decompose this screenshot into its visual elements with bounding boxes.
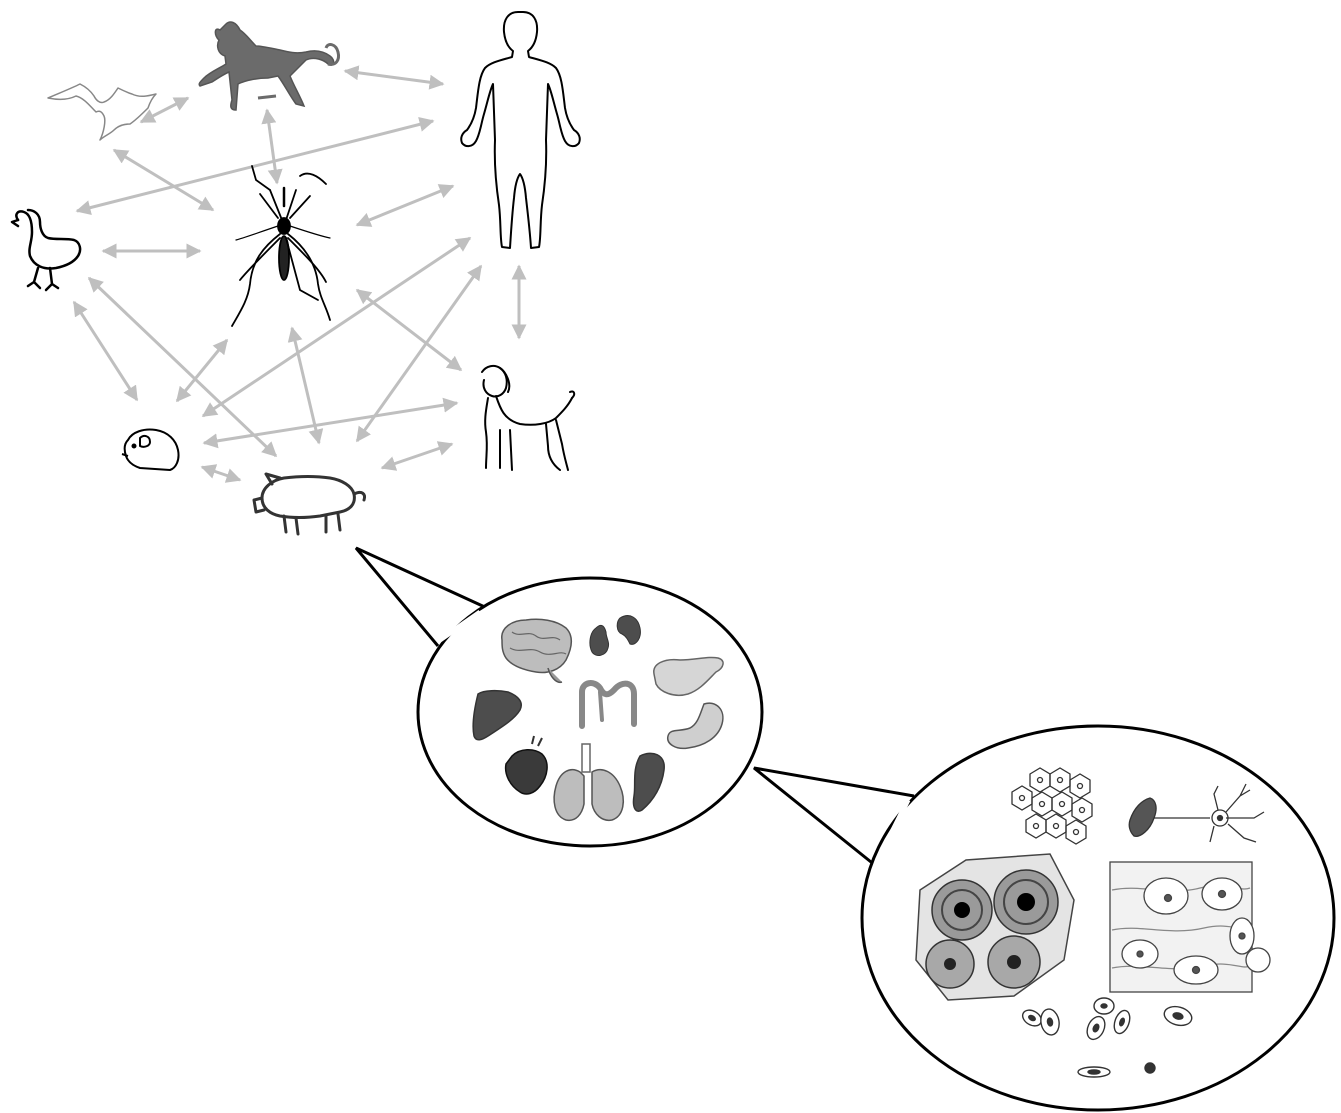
edge-mosquito-human (355, 184, 455, 227)
edge-pig-dog (380, 441, 454, 471)
network-edges (72, 65, 527, 483)
cartilage-cells-icon (1109, 861, 1271, 993)
edge-monkey-human (343, 65, 445, 90)
muscle-and-neuron-icon (1128, 783, 1265, 843)
heart-icon (504, 735, 548, 795)
liver-icon (472, 689, 522, 741)
pancreas-icon (653, 656, 724, 696)
bone-tissue-icon (915, 853, 1075, 1001)
edge-mouse-dog (202, 397, 459, 449)
epithelial-cells-icon (1011, 767, 1093, 845)
blood-cells-icon (1021, 997, 1193, 1078)
pig-icon (252, 472, 366, 536)
spleen-icon (632, 752, 665, 812)
human-icon (460, 11, 581, 249)
kidney-icon (589, 615, 641, 656)
edge-mouse-human (201, 236, 472, 418)
edge-monkey-mosquito (261, 108, 283, 185)
mosquito-icon (231, 165, 331, 327)
monkey-icon (198, 21, 340, 111)
edge-goose-human (75, 117, 435, 215)
dog-icon (481, 364, 576, 471)
brain-icon (501, 618, 572, 684)
intestine-icon (579, 680, 637, 729)
stomach-icon (667, 702, 724, 750)
goose-icon (10, 208, 82, 292)
edge-mouse-pig (200, 464, 242, 483)
bat-icon (47, 83, 157, 141)
lungs-icon (553, 743, 625, 822)
mouse-icon (121, 428, 180, 471)
